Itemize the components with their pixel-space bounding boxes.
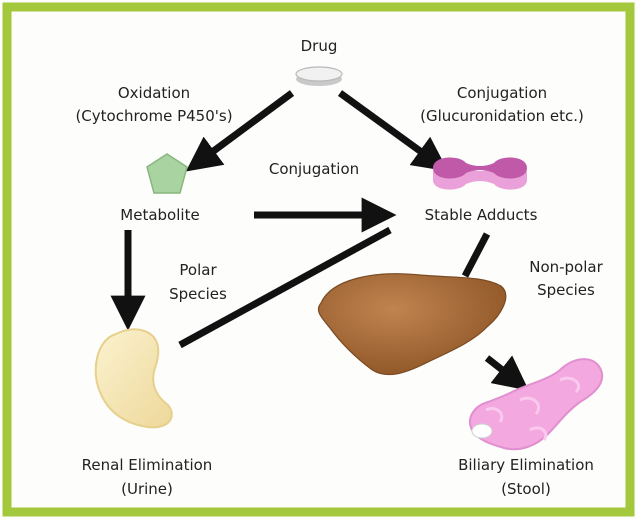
biliary-stool-label: (Stool) xyxy=(501,480,551,498)
pentagon-icon xyxy=(147,154,187,193)
pill-icon xyxy=(296,67,342,86)
intestine-icon xyxy=(470,359,602,449)
stable-adducts-label: Stable Adducts xyxy=(425,206,538,224)
polar-species-label: Species xyxy=(169,285,227,303)
arrow-adducts-to-liver xyxy=(465,234,487,276)
liver-icon xyxy=(318,274,505,375)
renal-urine-label: (Urine) xyxy=(121,480,173,498)
oxidation-label: Oxidation xyxy=(118,84,190,102)
conjugation-top-label: Conjugation xyxy=(457,84,547,102)
arrow-drug-to-metabolite xyxy=(196,93,292,164)
bone-shaped-molecule-icon xyxy=(433,158,527,190)
polar-label: Polar xyxy=(179,261,217,279)
nonpolar-label: Non-polar xyxy=(529,258,603,276)
conjugation-top-detail-label: (Glucuronidation etc.) xyxy=(420,107,584,125)
metabolite-label: Metabolite xyxy=(120,206,199,224)
nonpolar-species-label: Species xyxy=(537,281,595,299)
renal-elimination-label: Renal Elimination xyxy=(82,456,213,474)
kidney-icon xyxy=(96,329,172,427)
biliary-elimination-label: Biliary Elimination xyxy=(458,456,594,474)
oxidation-detail-label: (Cytochrome P450's) xyxy=(75,107,232,125)
arrow-drug-to-adducts xyxy=(340,93,438,164)
arrow-liver-to-intestine xyxy=(487,358,519,383)
drug-label: Drug xyxy=(301,37,338,55)
conjugation-middle-label: Conjugation xyxy=(269,160,359,178)
